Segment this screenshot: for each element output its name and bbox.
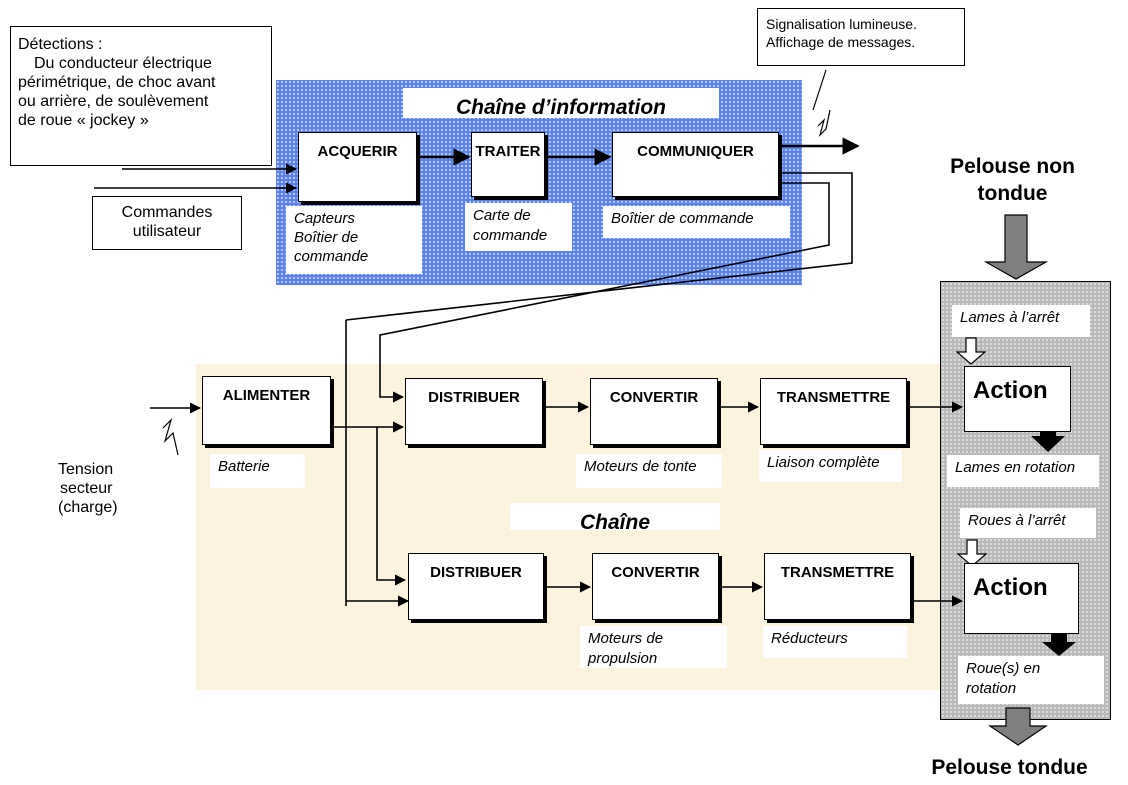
transmettre-label-2-line-1: Réducteurs (771, 630, 848, 647)
transmettre-title-1: TRANSMETTRE (776, 389, 891, 406)
blades-rotating-label: Lames en rotation (947, 455, 1099, 487)
acquerir-block: ACQUERIR (298, 132, 417, 202)
action-block-wheels: Action (964, 563, 1079, 634)
acquerir-label-line-1: Capteurs (294, 210, 355, 227)
lawn-uncut-line-1: Pelouse non (950, 155, 1075, 178)
signals-line-1: Signalisation lumineuse. (766, 16, 917, 32)
wheels-rotating-label: Roue(s) en rotation (958, 656, 1104, 704)
transmettre-block-1: TRANSMETTRE (760, 378, 907, 445)
lawn-uncut-label: Pelouse non tondue (930, 153, 1095, 207)
action-title-wheels: Action (973, 574, 1048, 601)
transmettre-label-2: Réducteurs (763, 626, 907, 658)
user-commands-box: Commandes utilisateur (92, 196, 242, 250)
user-commands-line-2: utilisateur (132, 223, 202, 240)
convertir-label-2: Moteurs de propulsion (580, 626, 727, 668)
alimenter-block: ALIMENTER (202, 376, 331, 445)
information-chain-title: Chaîne d’information (456, 96, 666, 118)
transmettre-label-1: Liaison complète (759, 450, 902, 482)
convertir-title-2: CONVERTIR (611, 564, 700, 581)
detections-line-3: ou arrière, de soulèvement (18, 93, 209, 110)
acquerir-title: ACQUERIR (317, 143, 398, 160)
traiter-block: TRAITER (471, 132, 545, 197)
alimenter-label-line-1: Batterie (218, 458, 270, 475)
convertir-label-2-line-2: propulsion (588, 650, 658, 667)
mains-voltage-line-2: secteur (60, 480, 113, 497)
traiter-title: TRAITER (475, 143, 541, 160)
wheels-rotating-line-1: Roue(s) en (966, 660, 1041, 677)
detections-title: Détections : (18, 36, 103, 53)
energy-chain-title-box: Chaîne (510, 503, 720, 530)
alimenter-label: Batterie (210, 454, 305, 488)
convertir-block-1: CONVERTIR (590, 378, 718, 445)
traiter-label-line-1: Carte de (473, 207, 531, 224)
energy-chain-title: Chaîne (579, 511, 650, 530)
acquerir-label-line-3: commande (294, 248, 369, 265)
acquerir-label-line-2: Boîtier de (294, 229, 359, 246)
blades-stopped-label: Lames à l’arrêt (952, 305, 1090, 337)
blades-rotating-text: Lames en rotation (955, 459, 1076, 476)
distribuer-title-1: DISTRIBUER (428, 389, 520, 406)
detections-box: Détections : Du conducteur électrique pé… (10, 26, 272, 166)
blades-stopped-text: Lames à l’arrêt (960, 309, 1060, 326)
communiquer-label-line-1: Boîtier de commande (611, 210, 754, 227)
lawn-cut-label: Pelouse tondue (931, 756, 1088, 779)
detections-line-4: de roue « jockey » (18, 112, 149, 129)
convertir-title-1: CONVERTIR (609, 389, 699, 406)
convertir-label-2-line-1: Moteurs de (588, 630, 664, 647)
distribuer-block-1: DISTRIBUER (405, 378, 543, 445)
acquerir-label: Capteurs Boîtier de commande (286, 206, 422, 274)
transmettre-label-1-line-1: Liaison complète (767, 454, 880, 471)
wheels-stopped-text: Roues à l’arrêt (968, 512, 1066, 529)
communiquer-label: Boîtier de commande (603, 206, 790, 238)
alimenter-title: ALIMENTER (222, 387, 311, 404)
traiter-label-line-2: commande (473, 227, 548, 244)
traiter-label: Carte de commande (465, 203, 572, 251)
communiquer-block: COMMUNIQUER (612, 132, 779, 197)
convertir-block-2: CONVERTIR (592, 553, 719, 620)
transmettre-title-2: TRANSMETTRE (780, 564, 895, 581)
communiquer-title: COMMUNIQUER (637, 143, 754, 160)
signals-line-2: Affichage de messages. (766, 34, 916, 50)
action-title-blades: Action (973, 377, 1048, 404)
transmettre-block-2: TRANSMETTRE (764, 553, 911, 620)
mains-voltage-line-3: (charge) (58, 499, 118, 516)
signals-box: Signalisation lumineuse. Affichage de me… (757, 8, 965, 66)
convertir-label-1: Moteurs de tonte (576, 454, 722, 488)
mains-voltage-label: Tension secteur (charge) (58, 460, 138, 517)
detections-line-1: Du conducteur électrique (34, 55, 212, 72)
wheels-rotating-line-2: rotation (966, 680, 1017, 697)
information-chain-title-box: Chaîne d’information (403, 88, 719, 118)
convertir-label-1-line-1: Moteurs de tonte (584, 458, 697, 475)
distribuer-title-2: DISTRIBUER (430, 564, 522, 581)
distribuer-block-2: DISTRIBUER (408, 553, 544, 620)
mains-voltage-line-1: Tension (58, 461, 114, 478)
lawn-uncut-line-2: tondue (977, 182, 1048, 205)
user-commands-line-1: Commandes (121, 204, 213, 221)
wheels-stopped-label: Roues à l’arrêt (960, 508, 1096, 538)
action-block-blades: Action (964, 366, 1071, 432)
detections-line-2: périmétrique, de choc avant (18, 74, 216, 91)
